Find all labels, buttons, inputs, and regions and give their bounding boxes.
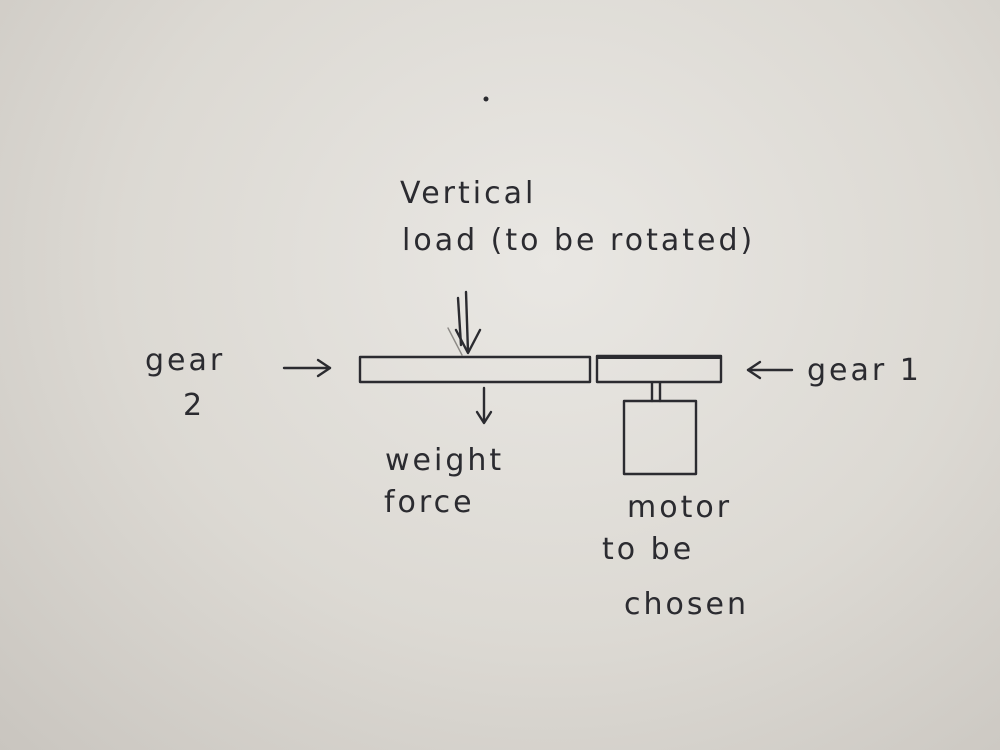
stray-dot xyxy=(483,96,489,102)
motor-label-line1: motor xyxy=(627,490,732,525)
motor-body xyxy=(622,399,698,476)
gear1-label: gear 1 xyxy=(807,353,922,388)
gear2-label-line2: 2 xyxy=(183,388,205,423)
weight-force-label-line2: force xyxy=(384,485,475,520)
gear2-arrow xyxy=(282,358,332,378)
vertical-load-label-line2: load (to be rotated) xyxy=(402,223,755,258)
motor-shaft xyxy=(650,381,662,403)
vertical-load-arrow xyxy=(447,290,482,356)
gear1-arrow xyxy=(746,360,794,380)
gear2-plate xyxy=(358,355,592,384)
motor-label-line2: to be xyxy=(602,532,694,567)
weight-force-arrow xyxy=(475,386,493,425)
motor-label-line3: chosen xyxy=(624,587,749,622)
weight-force-label-line1: weight xyxy=(385,443,504,478)
gear2-label-line1: gear xyxy=(145,343,225,378)
vertical-load-label-line1: Vertical xyxy=(400,176,536,211)
gear1-plate xyxy=(595,354,723,384)
